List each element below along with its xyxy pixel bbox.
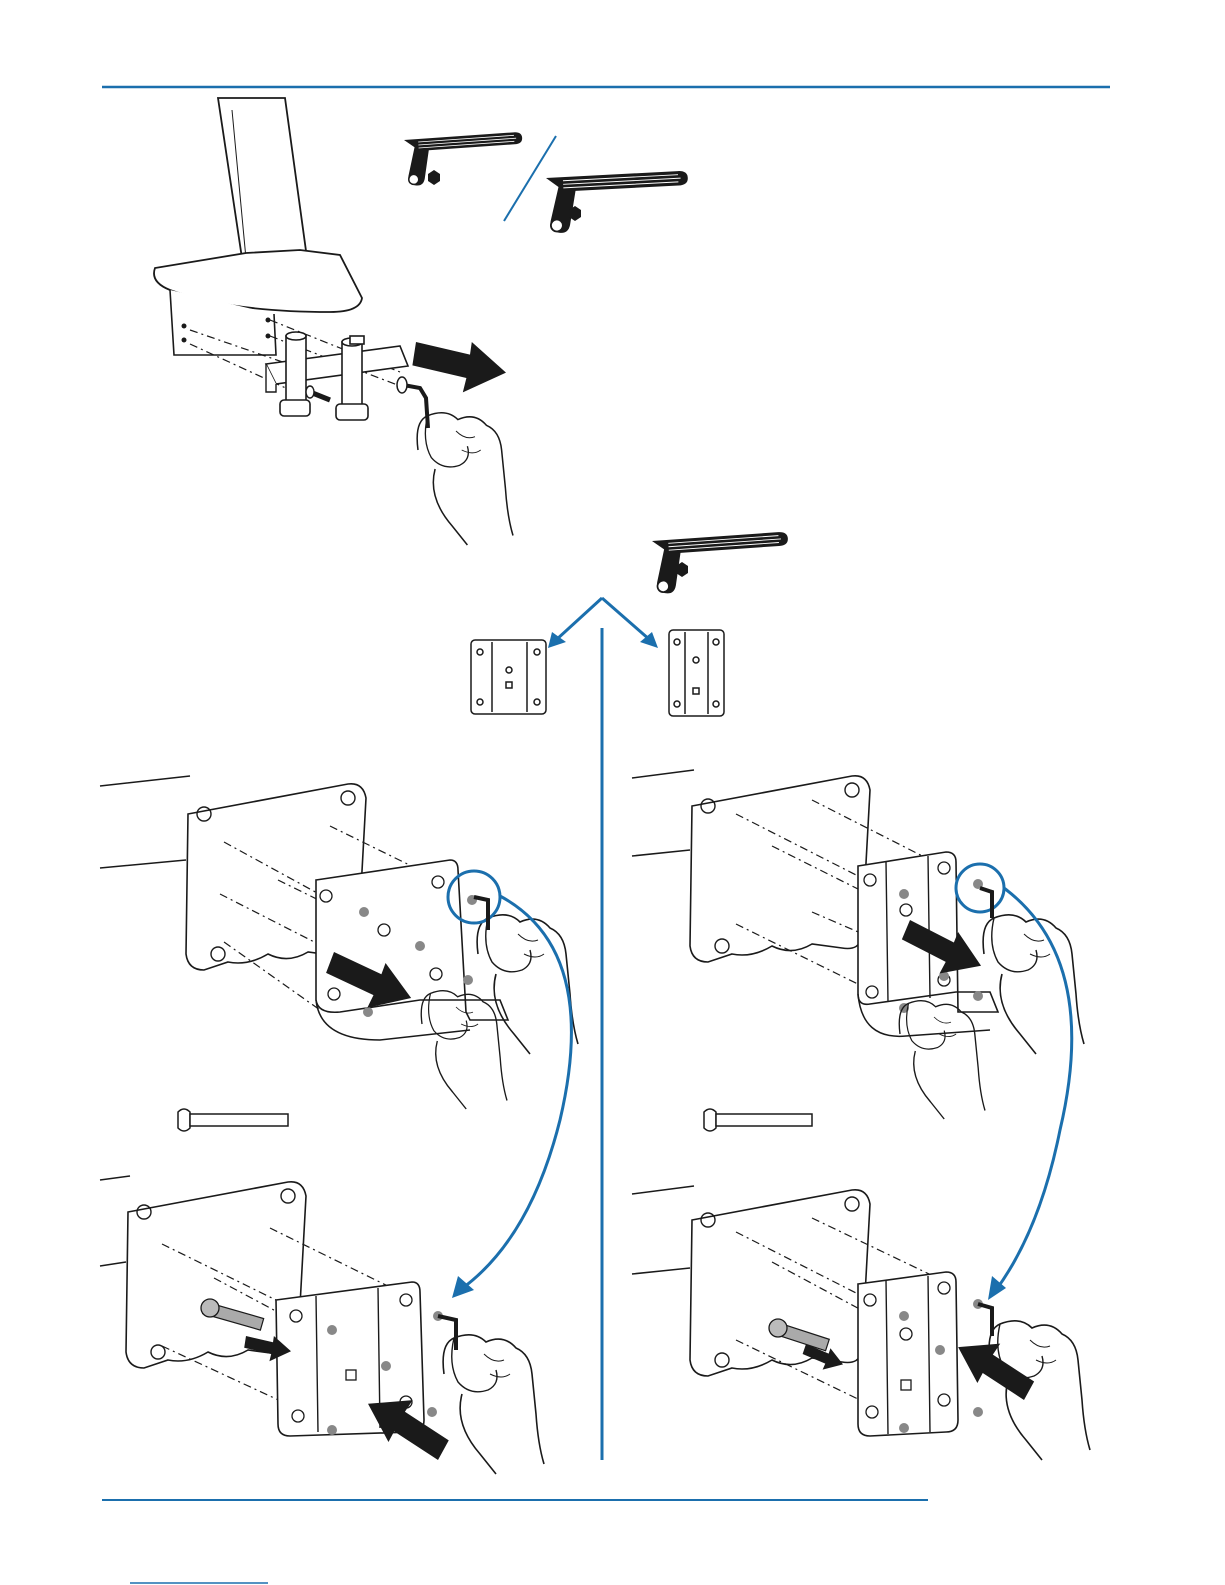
- adapter-plate-narrow-icon: [669, 630, 724, 716]
- hand-icon: [443, 1335, 544, 1474]
- bolt-icon: [704, 1109, 812, 1131]
- hand-icon: [899, 1001, 985, 1119]
- adapter-plate-wide-icon: [471, 640, 546, 714]
- adapter-bracket-icon: [316, 860, 508, 1020]
- bolt-icon: [178, 1109, 288, 1131]
- step-mount-narrow-adapter: [632, 770, 1090, 1460]
- step-mount-wide-adapter: [100, 776, 578, 1474]
- hex-key-large-icon: [546, 171, 690, 234]
- arrow-right-icon: [412, 342, 506, 392]
- hand-icon: [983, 915, 1084, 1054]
- step-remove-pole-clamp: [154, 98, 690, 545]
- arrow-left-icon: [949, 1331, 1043, 1402]
- hand-icon: [417, 413, 513, 545]
- hex-key-icon: [652, 532, 791, 595]
- hex-key-small-icon: [404, 132, 525, 187]
- monitor-back-icon: [690, 1190, 870, 1376]
- hand-icon: [477, 915, 578, 1054]
- hand-icon: [989, 1321, 1090, 1460]
